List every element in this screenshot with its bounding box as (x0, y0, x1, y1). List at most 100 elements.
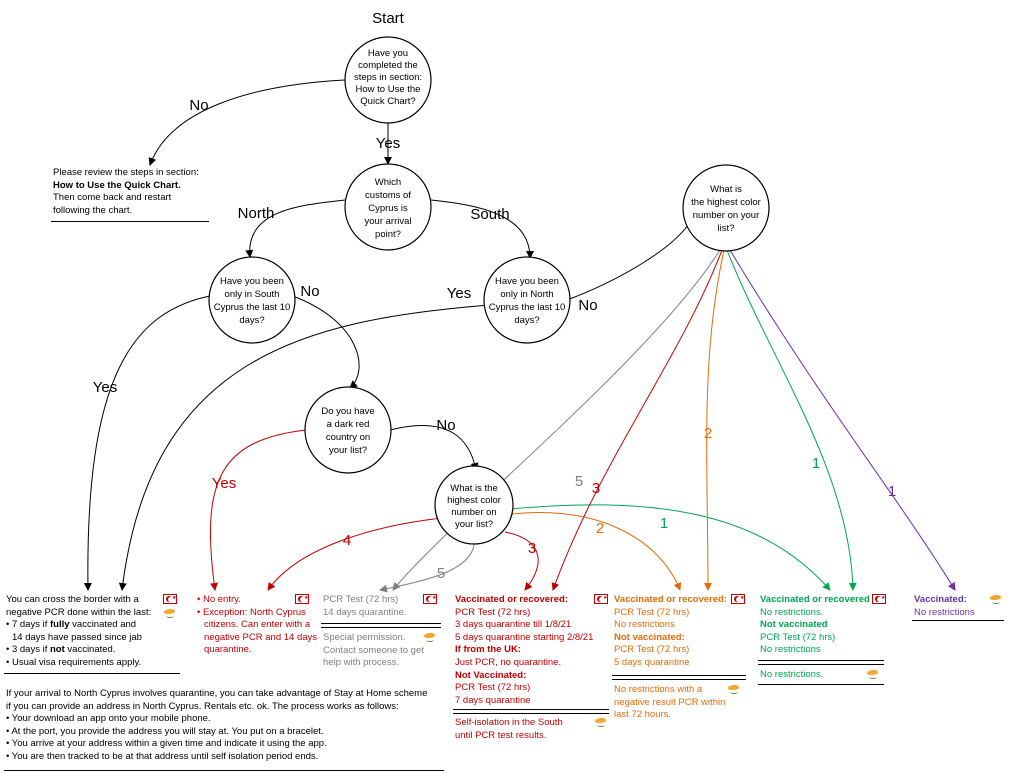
q7-line-1: What is (710, 184, 742, 195)
red-line-8: PCR Test (72 hrs) (455, 682, 531, 694)
edge-south (430, 199, 534, 259)
label-q1-no: No (189, 97, 208, 114)
note-line-4: • At the port, you provide the address y… (6, 725, 324, 737)
edge-q5-yes (209, 429, 307, 591)
no-entry-box: • No entry. • Exception: North Cyprus ci… (197, 594, 317, 657)
grey-line-2: 14 days quarantine. (323, 606, 407, 618)
q7-line-3: number on your (693, 210, 760, 221)
label-q1-yes: Yes (376, 135, 400, 152)
red-line-1: Vaccinated or recovered: (455, 594, 568, 605)
edge-q1-no (148, 79, 346, 166)
q1-line-5: Quick Chart? (360, 96, 415, 107)
label-q3-no: No (300, 283, 319, 300)
turkish-flag-icon: ★ (594, 594, 608, 604)
orange-line-1: Vaccinated or recovered: (614, 594, 727, 605)
decision-q6-highest-color (434, 465, 514, 545)
q1-line-1: Have you (368, 48, 408, 59)
q4-line-4: days? (514, 315, 539, 326)
red-line-7: Not Vaccinated: (455, 669, 527, 681)
decision-q4-only-north (483, 256, 571, 344)
decision-q3-only-south (208, 256, 296, 344)
label-q7-1-purple: 1 (888, 483, 896, 500)
label-q6-1: 1 (660, 515, 668, 532)
purple-line-1: Vaccinated: (914, 594, 967, 605)
q2-line-4: your arrival (365, 216, 412, 227)
orange-double-line (612, 675, 746, 680)
q2-line-2: customs of (365, 190, 411, 201)
cyprus-flag-icon (989, 594, 1003, 604)
label-q7-2: 2 (704, 425, 712, 442)
edge-q7-1-purple (729, 249, 956, 591)
grey-line-3: Special permission. (323, 632, 406, 643)
q6-line-1: What is the (450, 483, 498, 494)
turkish-flag-icon: ★ (423, 594, 437, 604)
edge-q4-no (566, 224, 689, 301)
note-line-5: • You arrive at your address within a gi… (6, 738, 327, 750)
edge-q6-1 (499, 504, 831, 591)
orange-line-7: No restrictions with a (614, 684, 703, 695)
red-line-11: until PCR test results. (455, 729, 547, 741)
quarantine-note: If your arrival to North Cyprus involves… (6, 688, 427, 764)
q3-line-4: days? (239, 315, 264, 326)
q1-line-2: completed the (358, 60, 418, 71)
north-line-3: • 7 days if fully vaccinated and (6, 619, 137, 631)
red-double-line (453, 709, 609, 714)
orange-line-4: Not vaccinated: (614, 631, 685, 643)
green-line-6: No restrictions. (760, 669, 824, 680)
edge-q5-no (389, 425, 479, 471)
north-line-1: You can cross the border with a (6, 594, 139, 605)
label-q7-1-green: 1 (812, 455, 820, 472)
q4-line-1: Have you been (495, 276, 559, 287)
grey-line-1: PCR Test (72 hrs) (323, 594, 399, 605)
edge-q6-3 (504, 531, 539, 591)
orange-line-9: last 72 hours. (614, 709, 672, 721)
north-border-box: You can cross the border with a negative… (6, 594, 151, 670)
grey-box: PCR Test (72 hrs) 14 days quarantine. (323, 594, 406, 619)
label-q6-4: 4 (343, 532, 351, 549)
edge-q7-5 (392, 249, 721, 591)
turkish-flag-icon: ★ (163, 594, 177, 604)
label-south: South (470, 206, 509, 223)
q1-line-4: How to Use the (356, 84, 421, 95)
red-line-2: PCR Test (72 hrs) (455, 606, 531, 618)
green-double-line (758, 660, 884, 665)
q2-line-1: Which (375, 177, 401, 188)
turkish-flag-icon: ★ (295, 594, 309, 604)
grey-double-line (321, 623, 441, 628)
edge-q7-1-green (726, 249, 857, 591)
edge-q3-no (289, 294, 360, 389)
q3-line-1: Have you been (220, 276, 284, 287)
label-q6-3: 3 (528, 540, 536, 557)
cyprus-flag-icon (727, 684, 741, 694)
green-line-2: No restrictions. (760, 606, 824, 618)
q5-line-4: your list? (329, 445, 367, 456)
north-line-5: • 3 days if not vaccinated. (6, 644, 116, 656)
q7-line-2: the highest color (691, 197, 761, 208)
note-line-6: • You are then tracked to be at that add… (6, 750, 319, 762)
red-line-6: Just PCR, no quarantine. (455, 656, 562, 668)
north-line-6: • Usual visa requirements apply. (6, 656, 142, 668)
red-box-lower: Self-isolation in the South until PCR te… (455, 717, 563, 742)
label-north: North (238, 205, 275, 222)
q3-line-2: only in South (225, 289, 280, 300)
label-q7-5: 5 (575, 473, 583, 490)
review-box: Please review the steps in section: How … (53, 167, 199, 217)
green-underline (758, 684, 884, 685)
label-q6-2: 2 (596, 520, 604, 537)
green-line-1: Vaccinated or recovered (760, 594, 870, 605)
grey-line-4: Contact someone to get (323, 644, 424, 656)
red-line-4: 5 days quarantine starting 2/8/21 (455, 631, 594, 643)
no-entry-line-5: quarantine. (204, 644, 252, 656)
no-entry-line-2: • Exception: North Cyprus (197, 606, 306, 618)
start-label: Start (372, 10, 405, 27)
orange-line-6: 5 days quarantine (614, 656, 690, 668)
label-q4-yes: Yes (447, 285, 471, 302)
cyprus-flag-icon (866, 669, 880, 679)
edge-q6-5 (379, 544, 475, 593)
decision-q5-dark-red (304, 386, 392, 474)
review-line-3: Then come back and restart (53, 192, 172, 204)
label-q4-no: No (578, 297, 597, 314)
no-entry-line-3: citizens. Can enter with a (204, 619, 311, 631)
label-q6-5: 5 (437, 565, 445, 582)
grey-box-lower: Special permission. Contact someone to g… (323, 632, 424, 670)
